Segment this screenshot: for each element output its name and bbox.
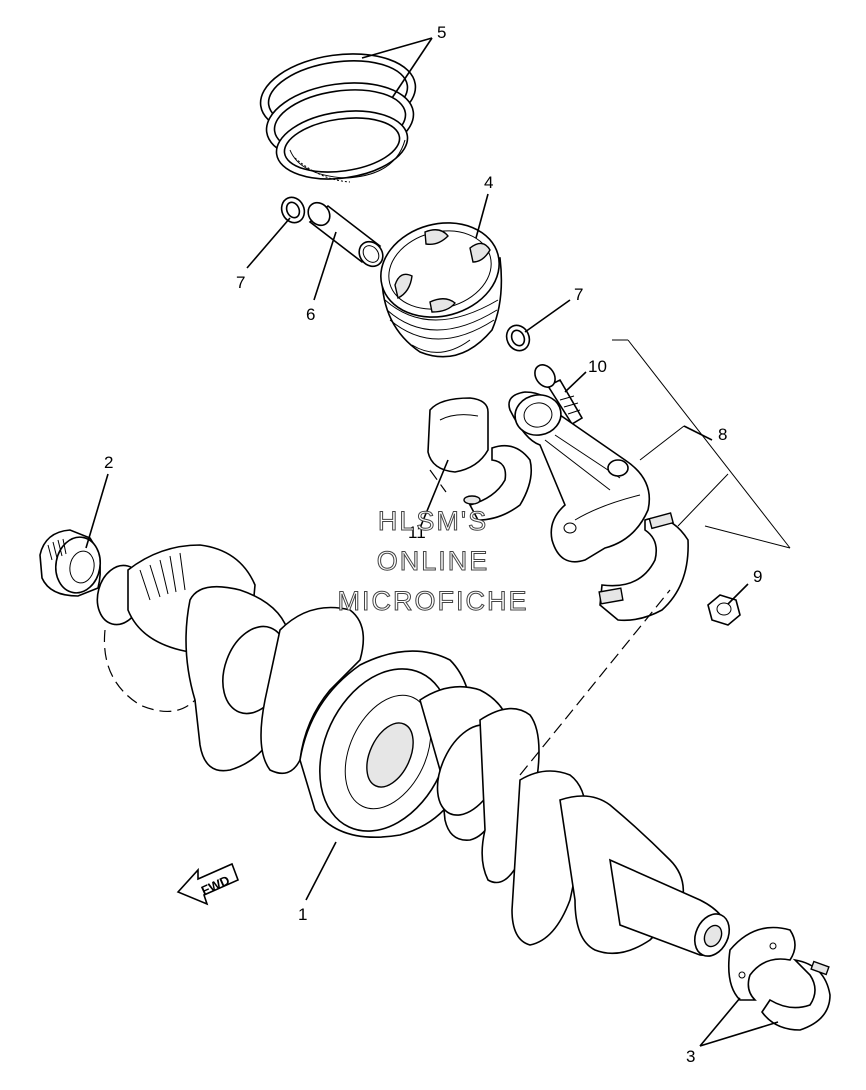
callout-5: 5 [437,23,446,42]
crankshaft [96,544,731,957]
connecting-rod [508,391,650,563]
callout-8: 8 [718,425,727,444]
callout-3: 3 [686,1047,695,1066]
connecting-rod-nut [707,594,741,626]
piston-pin [307,201,384,268]
callout-4: 4 [484,173,493,192]
watermark-line-3: MICROFICHE [338,586,529,616]
callout-labels: 5 4 7 6 7 10 8 2 11 9 1 3 [104,23,762,1066]
watermark: HLSM'S ONLINE MICROFICHE [337,506,529,617]
forward-direction-arrow: FWD [176,862,240,906]
watermark-line-2: ONLINE [377,546,490,576]
callout-6: 6 [306,305,315,324]
connecting-rod-cap [598,512,689,622]
callout-7-left: 7 [236,273,245,292]
piston-pin-clip-left [280,196,306,224]
connecting-rod-bolt [534,364,584,426]
callout-7-right: 7 [574,285,583,304]
callout-1: 1 [298,905,307,924]
connecting-rod-bearing-pair [427,397,533,521]
leader-lines [85,37,791,1047]
crankshaft-main-bearing-pair [727,926,831,1031]
callout-11: 11 [408,523,426,542]
watermark-line-1: HLSM'S [378,506,488,536]
crankshaft-gear [39,529,102,597]
callout-10: 10 [588,357,607,376]
piston-pin-clip-right [505,324,531,352]
callout-2: 2 [104,453,113,472]
piston [380,222,503,358]
piston-ring-set [259,53,417,183]
callout-9: 9 [753,567,762,586]
